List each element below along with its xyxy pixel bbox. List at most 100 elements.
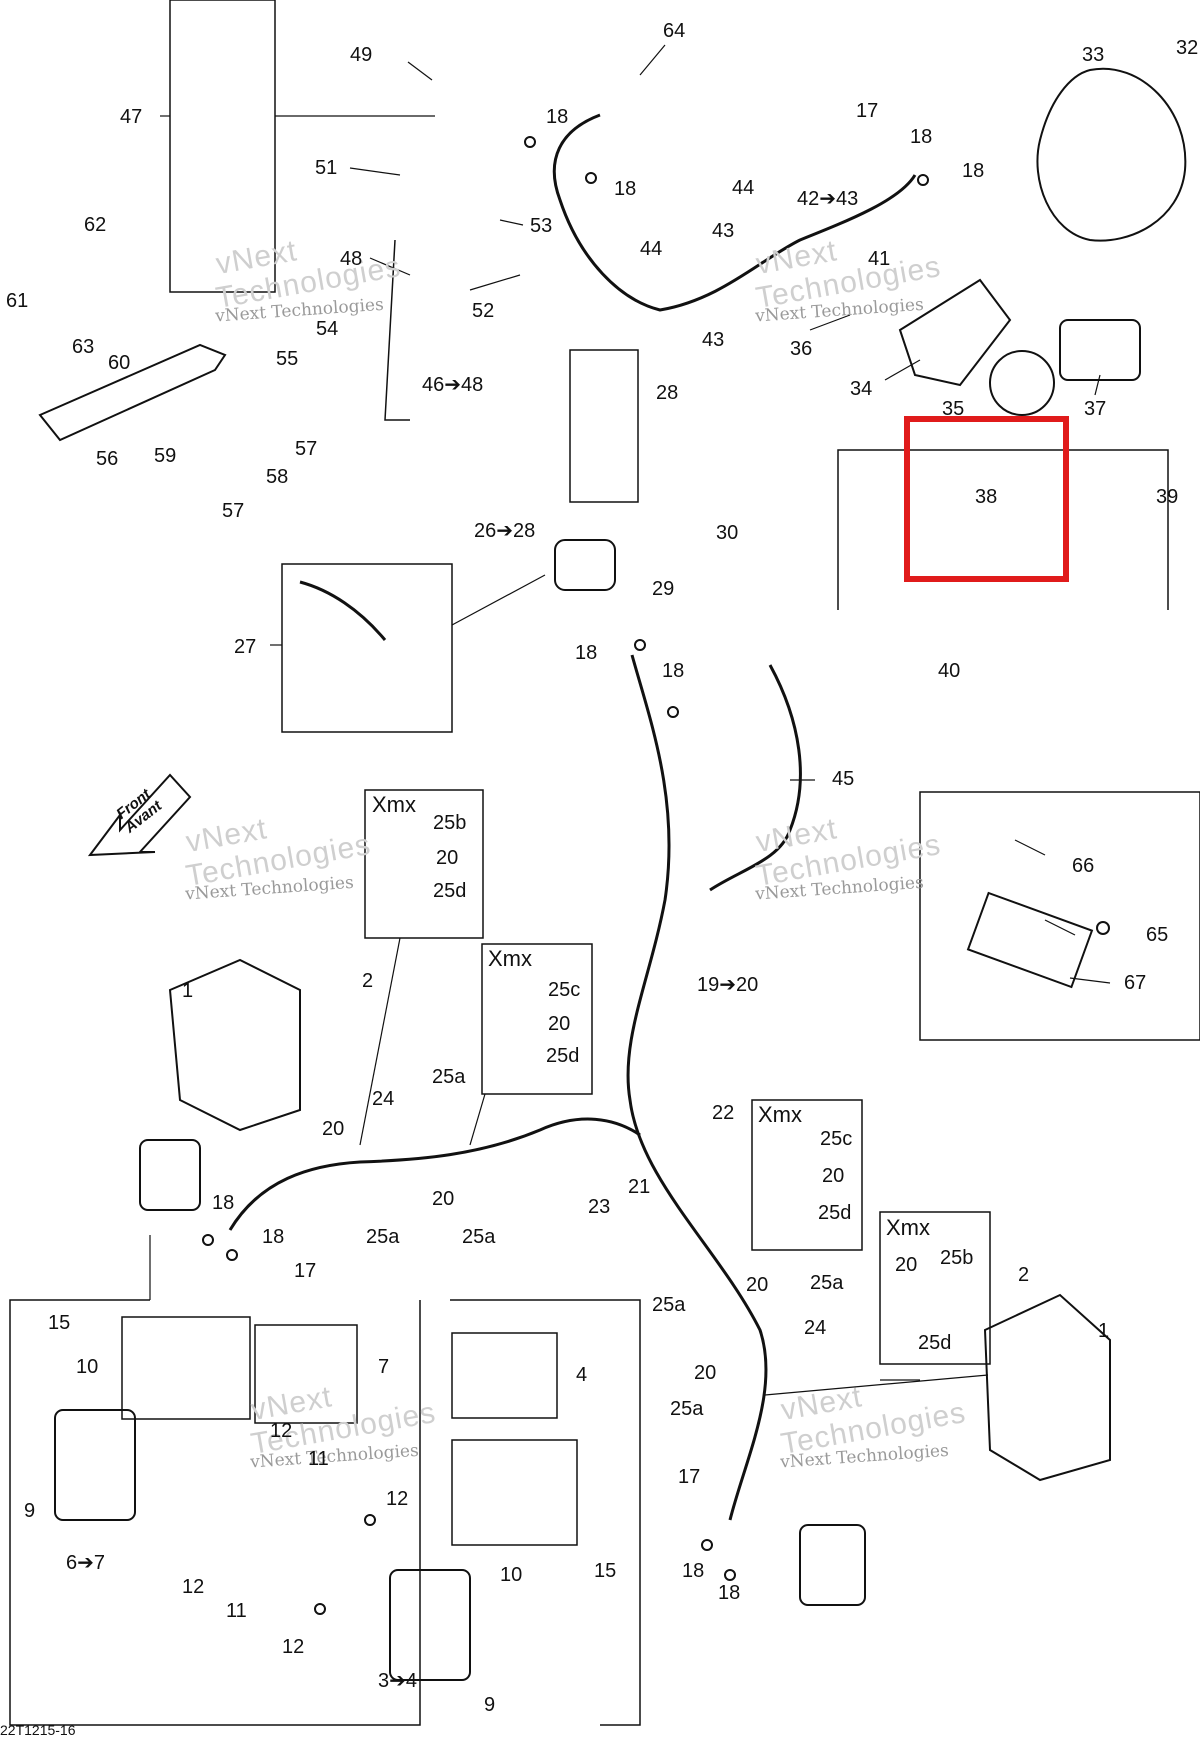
part-callout: 64 xyxy=(663,20,686,42)
part-callout: 30 xyxy=(716,522,739,544)
part-callout: 20 xyxy=(432,1188,455,1210)
part-callout: 12 xyxy=(182,1576,205,1598)
part-callout: 59 xyxy=(154,445,177,467)
bracket-47 xyxy=(169,0,276,293)
part-callout: 25d xyxy=(918,1332,952,1354)
part-callout: 2 xyxy=(1018,1264,1030,1286)
part-callout: 24 xyxy=(804,1317,827,1339)
box-lower-right xyxy=(450,1299,641,1726)
box-xmx-4 xyxy=(879,1211,991,1365)
bracket-46-48 xyxy=(384,239,410,421)
part-callout: 26➔28 xyxy=(474,520,536,542)
part-callout: 12 xyxy=(386,1488,409,1510)
washer-icon xyxy=(585,172,597,184)
ring-35 xyxy=(989,350,1055,416)
part-callout: 24 xyxy=(372,1088,395,1110)
box-lower-left xyxy=(9,1299,421,1726)
box-10b xyxy=(451,1439,578,1546)
part-callout: 12 xyxy=(282,1636,305,1658)
washer-icon xyxy=(667,706,679,718)
part-callout: 18 xyxy=(718,1582,741,1604)
part-callout: 10 xyxy=(76,1356,99,1378)
xmx-box-title: Xmx xyxy=(488,946,532,971)
xmx-box-title: Xmx xyxy=(758,1102,802,1127)
part-callout: 1 xyxy=(182,980,194,1002)
part-callout: 28 xyxy=(656,382,679,404)
part-callout: 25a xyxy=(366,1226,400,1248)
part-callout: 25a xyxy=(670,1398,704,1420)
part-callout: 18 xyxy=(575,642,598,664)
box-27 xyxy=(281,563,453,733)
part-callout: 61 xyxy=(6,290,29,312)
part-callout: 44 xyxy=(640,238,663,260)
part-callout: 33 xyxy=(1082,44,1105,66)
part-callout: 29 xyxy=(652,578,675,600)
part-callout: 20 xyxy=(322,1118,345,1140)
xmx-box-title: Xmx xyxy=(886,1215,930,1240)
part-callout: 67 xyxy=(1124,972,1147,994)
part-callout: 18 xyxy=(546,106,569,128)
part-callout: 54 xyxy=(316,318,339,340)
washer-icon xyxy=(634,639,646,651)
caliper-34 xyxy=(389,1569,471,1681)
part-callout: 25b xyxy=(940,1247,974,1269)
part-callout: 66 xyxy=(1072,855,1095,877)
box-xmx-2 xyxy=(481,943,593,1095)
washer-icon xyxy=(1096,921,1110,935)
part-callout: 35 xyxy=(942,398,965,420)
part-callout: 62 xyxy=(84,214,107,236)
part-callout: 23 xyxy=(588,1196,611,1218)
part-callout: 18 xyxy=(682,1560,705,1582)
diagram-id: 22T1215-16 xyxy=(0,1722,76,1738)
part-callout: 56 xyxy=(96,448,119,470)
part-callout: 43 xyxy=(712,220,735,242)
part-callout: 20 xyxy=(694,1362,717,1384)
part-callout: 27 xyxy=(234,636,257,658)
part-callout: 15 xyxy=(48,1312,71,1334)
part-callout: 43 xyxy=(702,329,725,351)
caliper-37 xyxy=(1059,319,1141,381)
part-callout: 41 xyxy=(868,248,891,270)
part-callout: 40 xyxy=(938,660,961,682)
part-callout: 65 xyxy=(1146,924,1169,946)
part-callout: 57 xyxy=(295,438,318,460)
part-callout: 17 xyxy=(294,1260,317,1282)
part-callout: 20 xyxy=(822,1165,845,1187)
part-callout: 17 xyxy=(678,1466,701,1488)
washer-icon xyxy=(701,1539,713,1551)
part-callout: 39 xyxy=(1156,486,1179,508)
part-callout: 18 xyxy=(614,178,637,200)
part-callout: 4 xyxy=(576,1364,588,1386)
part-callout: 17 xyxy=(856,100,879,122)
xmx-box-title: Xmx xyxy=(372,792,416,817)
disc-32 xyxy=(1036,67,1187,242)
part-callout: 19➔20 xyxy=(697,974,759,996)
part-callout: 20 xyxy=(746,1274,769,1296)
washer-icon xyxy=(314,1603,326,1615)
part-callout: 6➔7 xyxy=(66,1552,106,1574)
part-callout: 25d xyxy=(433,880,467,902)
part-callout: 48 xyxy=(340,248,363,270)
part-callout: 1 xyxy=(1098,1320,1110,1342)
hose-45 xyxy=(709,664,802,892)
part-callout: 25c xyxy=(548,979,581,1001)
caliper-right xyxy=(799,1524,866,1606)
part-callout: 46➔48 xyxy=(422,374,484,396)
part-callout: 49 xyxy=(350,44,373,66)
highlight-box-38 xyxy=(904,416,1069,582)
part-callout: 25a xyxy=(652,1294,686,1316)
part-callout: 42➔43 xyxy=(797,188,859,210)
part-callout: 51 xyxy=(315,157,338,179)
part-callout: 25d xyxy=(546,1045,580,1067)
part-callout: 25a xyxy=(432,1066,466,1088)
hose-main-front xyxy=(228,1117,641,1231)
washer-icon xyxy=(524,136,536,148)
part-callout: 25a xyxy=(810,1272,844,1294)
part-callout: 18 xyxy=(962,160,985,182)
part-callout: 53 xyxy=(530,215,553,237)
part-callout: 37 xyxy=(1084,398,1107,420)
front-arrow xyxy=(87,773,192,857)
part-callout: 36 xyxy=(790,338,813,360)
part-callout: 18 xyxy=(262,1226,285,1248)
